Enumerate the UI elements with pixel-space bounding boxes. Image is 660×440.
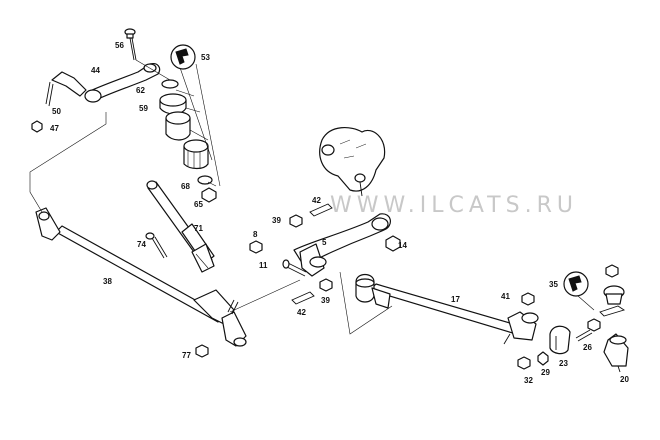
callout-44: 44	[91, 66, 100, 75]
tie-rod-17[interactable]	[355, 273, 539, 345]
steering-gearbox[interactable]	[319, 127, 386, 197]
nut-14	[385, 235, 401, 252]
cotter-pin-42-upper	[309, 203, 333, 217]
callout-labels: 56 53 44 62 59 50 47 68 65 71 74 38 77 4…	[50, 41, 629, 385]
callout-65: 65	[194, 200, 203, 209]
torque-spec-icon-35[interactable]	[563, 271, 589, 297]
bolt-74	[145, 232, 168, 259]
idler-arm-44	[87, 63, 161, 101]
callout-20: 20	[620, 375, 629, 384]
idler-arm-group[interactable]	[31, 28, 221, 203]
callout-71: 71	[194, 224, 203, 233]
nut-8	[249, 240, 263, 254]
nut-right-upper	[605, 264, 619, 278]
ball-joint-right	[603, 285, 625, 305]
callout-77: 77	[182, 351, 191, 360]
center-tie-rod-38[interactable]	[35, 207, 247, 347]
callout-11: 11	[259, 261, 268, 270]
torque-spec-icon-53[interactable]	[170, 44, 196, 70]
callout-39-upper: 39	[272, 216, 281, 225]
callout-29: 29	[541, 368, 550, 377]
callout-17: 17	[451, 295, 460, 304]
washer-62	[161, 79, 179, 89]
nut-32	[517, 356, 531, 370]
callout-56: 56	[115, 41, 124, 50]
callout-35: 35	[549, 280, 558, 289]
callout-59: 59	[139, 104, 148, 113]
callout-47: 47	[50, 124, 59, 133]
bolt-56	[124, 28, 137, 61]
callout-68: 68	[181, 182, 190, 191]
cotter-pin-right	[599, 305, 626, 317]
bolt-26	[575, 318, 601, 342]
nut-65	[201, 187, 217, 203]
callout-8: 8	[253, 230, 258, 239]
bolt-11	[282, 259, 307, 277]
callout-53: 53	[201, 53, 210, 62]
callout-32: 32	[524, 376, 533, 385]
callout-14: 14	[398, 241, 407, 250]
nut-77	[195, 344, 209, 358]
steering-damper-71[interactable]	[146, 180, 215, 273]
callout-74: 74	[137, 240, 146, 249]
callout-38: 38	[103, 277, 112, 286]
callout-39-lower: 39	[321, 296, 330, 305]
bushing-59	[159, 93, 187, 107]
cotter-pin-42-lower	[291, 291, 315, 305]
nut-39-lower	[319, 278, 333, 292]
leader-line-right	[339, 271, 393, 335]
callout-23: 23	[559, 359, 568, 368]
nut-39-upper	[289, 214, 303, 228]
nut-47	[31, 120, 43, 133]
callout-62: 62	[136, 86, 145, 95]
nut-41	[521, 292, 535, 306]
ball-joint-50	[51, 71, 87, 97]
clamp-23	[549, 325, 571, 355]
pitman-arm-5[interactable]	[293, 213, 391, 277]
leader-line-center	[229, 279, 301, 313]
callout-26: 26	[583, 343, 592, 352]
callout-5: 5	[322, 238, 327, 247]
callout-42-upper: 42	[312, 196, 321, 205]
washer-29	[537, 351, 549, 366]
leader-line-left	[29, 112, 107, 213]
callout-42-lower: 42	[297, 308, 306, 317]
tie-rod-end-20[interactable]	[603, 333, 629, 373]
callout-41: 41	[501, 292, 510, 301]
watermark: WWW.ILCATS.RU	[330, 193, 578, 218]
callout-50: 50	[52, 107, 61, 116]
